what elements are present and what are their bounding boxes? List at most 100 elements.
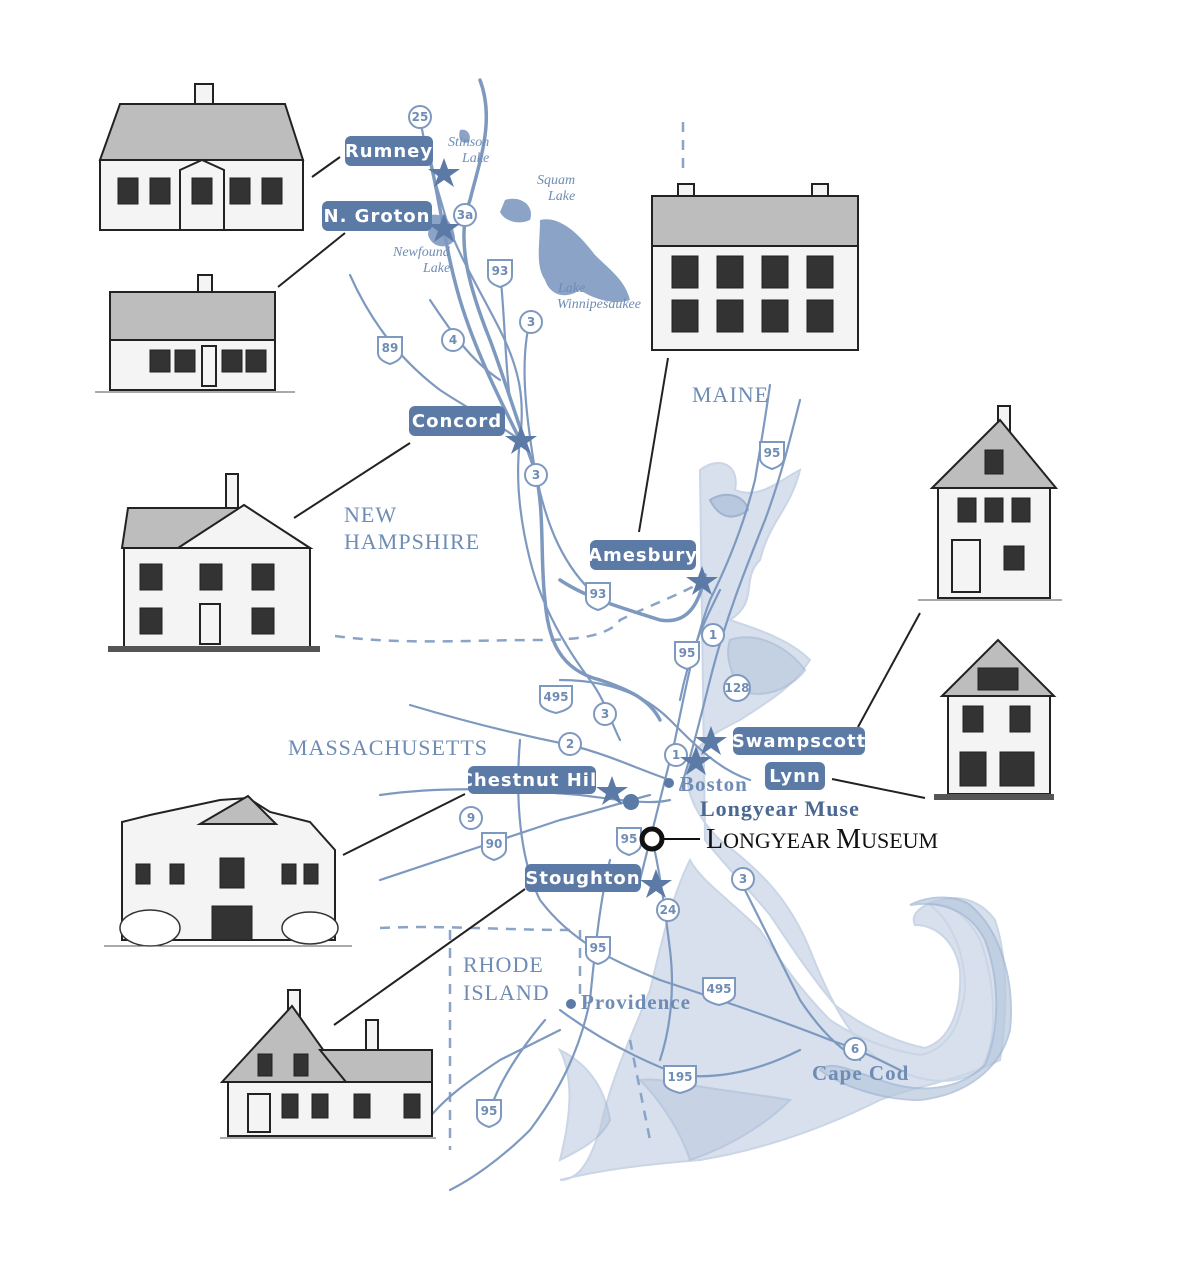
site-labels: Rumney N. Groton Concord Amesbury Swamps… bbox=[322, 136, 866, 892]
svg-text:195: 195 bbox=[667, 1070, 692, 1084]
house-rumney-illustration bbox=[98, 83, 305, 231]
region-massachusetts: MASSACHUSETTS bbox=[288, 735, 488, 760]
house-n-groton-illustration bbox=[95, 274, 295, 393]
svg-text:Rumney: Rumney bbox=[345, 141, 433, 162]
route-shield: 93 bbox=[585, 582, 611, 612]
route-shield: 3 bbox=[524, 463, 548, 487]
city-boston: Boston bbox=[680, 772, 748, 796]
svg-text:95: 95 bbox=[481, 1104, 498, 1118]
svg-text:N. Groton: N. Groton bbox=[324, 206, 431, 227]
site-stars bbox=[428, 158, 727, 898]
site-label-chestnut-hill: Chestnut Hill bbox=[460, 766, 605, 794]
boston-dot bbox=[664, 778, 674, 788]
city-cape-cod: Cape Cod bbox=[812, 1061, 909, 1085]
star-chestnut-hill-icon bbox=[596, 776, 628, 805]
svg-text:9: 9 bbox=[467, 811, 475, 825]
route-shield: 195 bbox=[663, 1065, 697, 1095]
route-shield: 89 bbox=[377, 336, 403, 366]
route-shield: 4 bbox=[441, 328, 465, 352]
svg-text:Swampscott: Swampscott bbox=[732, 731, 866, 752]
route-shield: 495 bbox=[702, 977, 736, 1007]
star-amesbury-icon bbox=[686, 566, 718, 595]
route-shield: 95 bbox=[674, 641, 700, 671]
lake-winnipesaukee-shape bbox=[538, 219, 630, 302]
providence-dot bbox=[566, 999, 576, 1009]
svg-text:Stoughton: Stoughton bbox=[525, 868, 640, 889]
stinson-lake-label-1: Stinson bbox=[448, 135, 489, 150]
route-shield: 93 bbox=[487, 259, 513, 289]
star-lynn-icon bbox=[680, 746, 712, 775]
star-swampscott-icon bbox=[695, 726, 727, 755]
region-labels: MAINE NEW HAMPSHIRE MASSACHUSETTS RHODE … bbox=[288, 382, 769, 1005]
house-concord-illustration bbox=[108, 473, 320, 652]
squam-lake-shape bbox=[500, 198, 531, 223]
svg-text:93: 93 bbox=[590, 587, 607, 601]
city-labels: Boston Longyear Muse Providence Cape Cod bbox=[566, 772, 909, 1085]
svg-text:128: 128 bbox=[724, 681, 749, 695]
svg-text:3: 3 bbox=[739, 872, 747, 886]
route-shield: 1 bbox=[701, 623, 725, 647]
site-label-swampscott: Swampscott bbox=[732, 727, 866, 755]
route-shield: 95 bbox=[616, 827, 642, 857]
svg-text:3: 3 bbox=[527, 315, 535, 329]
lakes bbox=[428, 129, 630, 302]
route-shield: 95 bbox=[476, 1099, 502, 1129]
route-shield: 495 bbox=[539, 685, 573, 715]
svg-text:1: 1 bbox=[709, 628, 717, 642]
svg-text:25: 25 bbox=[412, 110, 429, 124]
svg-text:89: 89 bbox=[382, 341, 399, 355]
site-label-amesbury: Amesbury bbox=[588, 540, 697, 570]
stinson-lake-shape bbox=[459, 129, 470, 143]
route-shield: 95 bbox=[585, 936, 611, 966]
museum-marker: LONGYEAR MUSEUM bbox=[639, 824, 938, 855]
water-labels: Stinson Lake Squam Lake Newfound Lake La… bbox=[392, 135, 641, 312]
route-shield: 3a bbox=[453, 203, 477, 227]
region-rhode-island-line2: ISLAND bbox=[463, 980, 550, 1005]
route-shield: 6 bbox=[843, 1037, 867, 1061]
svg-text:3: 3 bbox=[601, 707, 609, 721]
svg-text:95: 95 bbox=[590, 941, 607, 955]
route-shield: 90 bbox=[481, 832, 507, 862]
region-new-hampshire-line2: HAMPSHIRE bbox=[344, 529, 480, 554]
site-label-n-groton: N. Groton bbox=[322, 201, 432, 231]
svg-text:93: 93 bbox=[492, 264, 509, 278]
svg-text:95: 95 bbox=[621, 832, 638, 846]
house-swampscott-illustration bbox=[918, 405, 1062, 601]
star-rumney-icon bbox=[428, 158, 460, 187]
site-label-concord: Concord bbox=[409, 406, 505, 436]
newfound-lake-label-1: Newfound bbox=[392, 245, 451, 260]
site-label-stoughton: Stoughton bbox=[525, 864, 641, 892]
svg-text:4: 4 bbox=[449, 333, 457, 347]
house-stoughton-illustration bbox=[219, 989, 436, 1139]
route-shields: 25 3a 93 3 4 89 3 95 93 1 95 128 495 3 2… bbox=[377, 105, 867, 1129]
house-chestnut-hill-illustration bbox=[104, 794, 352, 947]
squam-lake-label-2: Lake bbox=[547, 189, 575, 204]
svg-text:3a: 3a bbox=[457, 208, 473, 222]
route-shield: 24 bbox=[656, 898, 680, 922]
svg-text:95: 95 bbox=[764, 446, 781, 460]
city-longyear-partial: Longyear Muse bbox=[700, 796, 860, 821]
svg-text:495: 495 bbox=[543, 690, 568, 704]
svg-text:90: 90 bbox=[486, 837, 503, 851]
route-shield: 1 bbox=[664, 743, 688, 767]
route-shield: 3 bbox=[731, 867, 755, 891]
svg-text:Concord: Concord bbox=[412, 411, 502, 432]
svg-text:1: 1 bbox=[672, 748, 680, 762]
route-shield: 25 bbox=[408, 105, 432, 129]
svg-text:Lynn: Lynn bbox=[769, 766, 821, 787]
region-maine: MAINE bbox=[692, 382, 769, 407]
svg-text:24: 24 bbox=[660, 903, 677, 917]
house-lynn-illustration bbox=[934, 638, 1057, 800]
site-label-rumney: Rumney bbox=[345, 136, 433, 166]
svg-text:Chestnut Hill: Chestnut Hill bbox=[460, 770, 605, 791]
museum-label: LONGYEAR MUSEUM bbox=[706, 824, 938, 855]
longyear-dot bbox=[623, 794, 639, 810]
svg-text:2: 2 bbox=[566, 737, 574, 751]
star-concord-icon bbox=[505, 425, 537, 454]
winnipesaukee-label-1: Lake bbox=[557, 281, 585, 296]
route-shield: 3 bbox=[593, 702, 617, 726]
city-providence: Providence bbox=[581, 990, 691, 1014]
route-shield: 3 bbox=[519, 310, 543, 334]
squam-lake-label-1: Squam bbox=[537, 173, 575, 188]
